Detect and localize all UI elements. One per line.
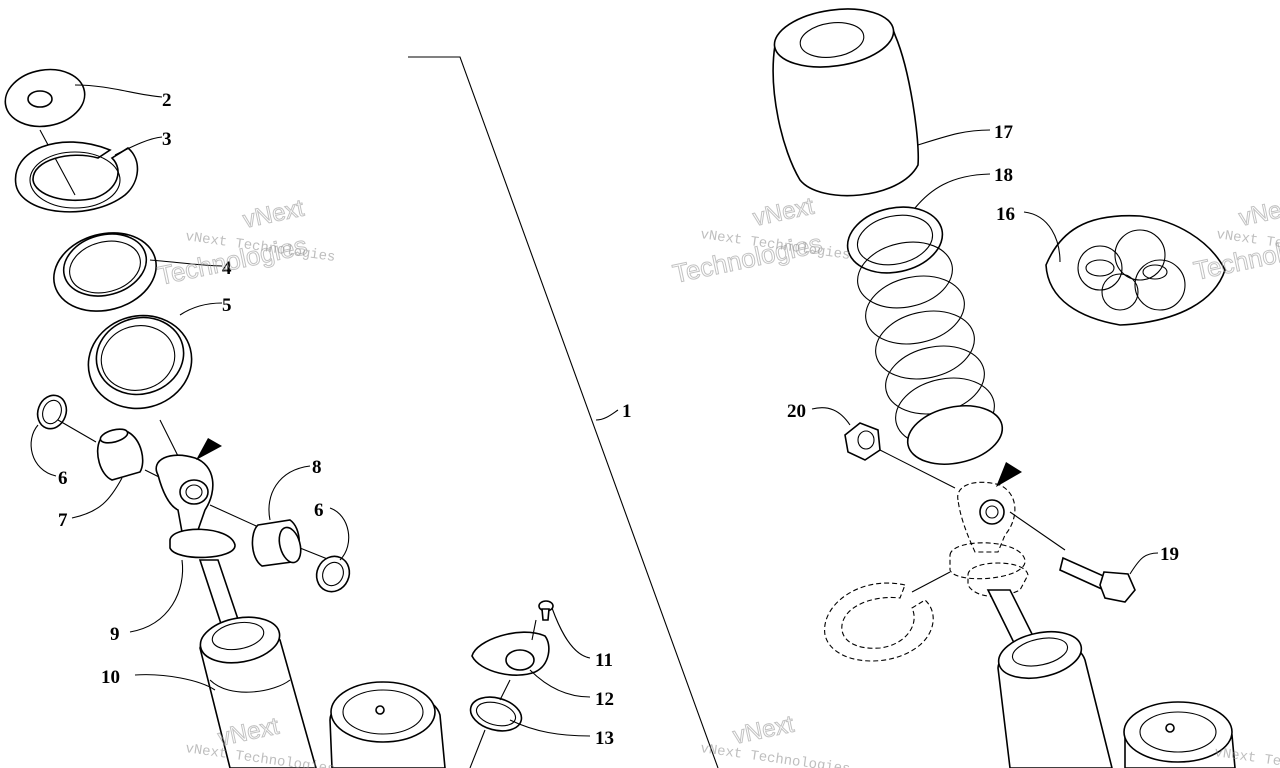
indicator-arrow-right <box>996 462 1022 487</box>
watermark-word-top: vNext <box>241 195 307 234</box>
part-13-o-ring <box>469 619 537 768</box>
watermark-word-bottom: Technologies <box>670 228 825 289</box>
callout-8: 8 <box>312 457 322 478</box>
callout-19: 19 <box>1160 544 1179 565</box>
watermark-word-bottom: Technologies <box>155 230 310 291</box>
watermark-line: vNext Technologies <box>699 227 851 264</box>
callout-20: 20 <box>787 401 806 422</box>
callout-2: 2 <box>162 90 172 111</box>
watermark-word-top: vNext <box>751 193 817 232</box>
callout-16: 16 <box>996 204 1015 225</box>
callout-7: 7 <box>58 510 68 531</box>
callout-10: 10 <box>101 667 120 688</box>
part-3-spring-seat <box>14 141 139 213</box>
leaders-right <box>811 129 1159 575</box>
snap-ring-dashed <box>824 571 951 662</box>
shock-reservoir <box>329 681 446 768</box>
part-4-slotted-nut <box>53 232 157 312</box>
leader-1-tick <box>595 409 619 421</box>
part-8-spacer-sleeve <box>251 519 302 567</box>
callout-18: 18 <box>994 165 1013 186</box>
watermark-line: vNext Technologies <box>699 741 851 768</box>
watermark-word-top: vNext <box>1237 193 1280 232</box>
callout-6-right: 6 <box>314 500 324 521</box>
part-16-decal-sheet <box>1045 214 1226 326</box>
shock-eye-dashed <box>949 481 1042 656</box>
part-5-lock-nut <box>87 314 193 410</box>
shock-body-right <box>997 630 1113 768</box>
part-12-clamp <box>471 631 550 676</box>
leaders-left <box>30 84 591 737</box>
indicator-arrow-left <box>196 438 222 460</box>
callout-labels: 1 2 3 4 5 6 7 8 6 9 10 11 12 13 16 17 18… <box>58 90 1179 749</box>
callout-5: 5 <box>222 295 232 316</box>
part-7-bushing <box>96 428 144 481</box>
part-20-nut <box>844 422 881 461</box>
reservoir-right <box>1123 701 1236 768</box>
watermark-word-top: vNext <box>731 711 797 750</box>
part-6-washer-left <box>36 394 68 430</box>
callout-3: 3 <box>162 129 172 150</box>
part-2-cap-washer <box>4 68 86 128</box>
part-9-shock-eye-rod <box>155 454 247 646</box>
part-17-boot <box>772 8 920 197</box>
part-18-coil-spring <box>846 206 1004 465</box>
watermark-line: vNext Technologies <box>1215 227 1280 264</box>
right-assembly <box>772 8 1236 768</box>
callout-6-left: 6 <box>58 468 68 489</box>
part-11-screw <box>538 600 554 621</box>
callout-4: 4 <box>222 258 232 279</box>
part-10-shock-body <box>199 616 317 768</box>
callout-11: 11 <box>595 650 613 671</box>
part-19-bolt <box>1059 556 1136 603</box>
callout-9: 9 <box>110 624 120 645</box>
part-6-washer-right <box>315 555 351 593</box>
callout-17: 17 <box>994 122 1014 143</box>
left-assembly <box>4 68 554 768</box>
leader-1 <box>408 56 719 768</box>
watermark-line: vNext Technologies <box>184 229 336 266</box>
callout-1: 1 <box>622 401 632 422</box>
callout-12: 12 <box>595 689 614 710</box>
callout-13: 13 <box>595 728 614 749</box>
